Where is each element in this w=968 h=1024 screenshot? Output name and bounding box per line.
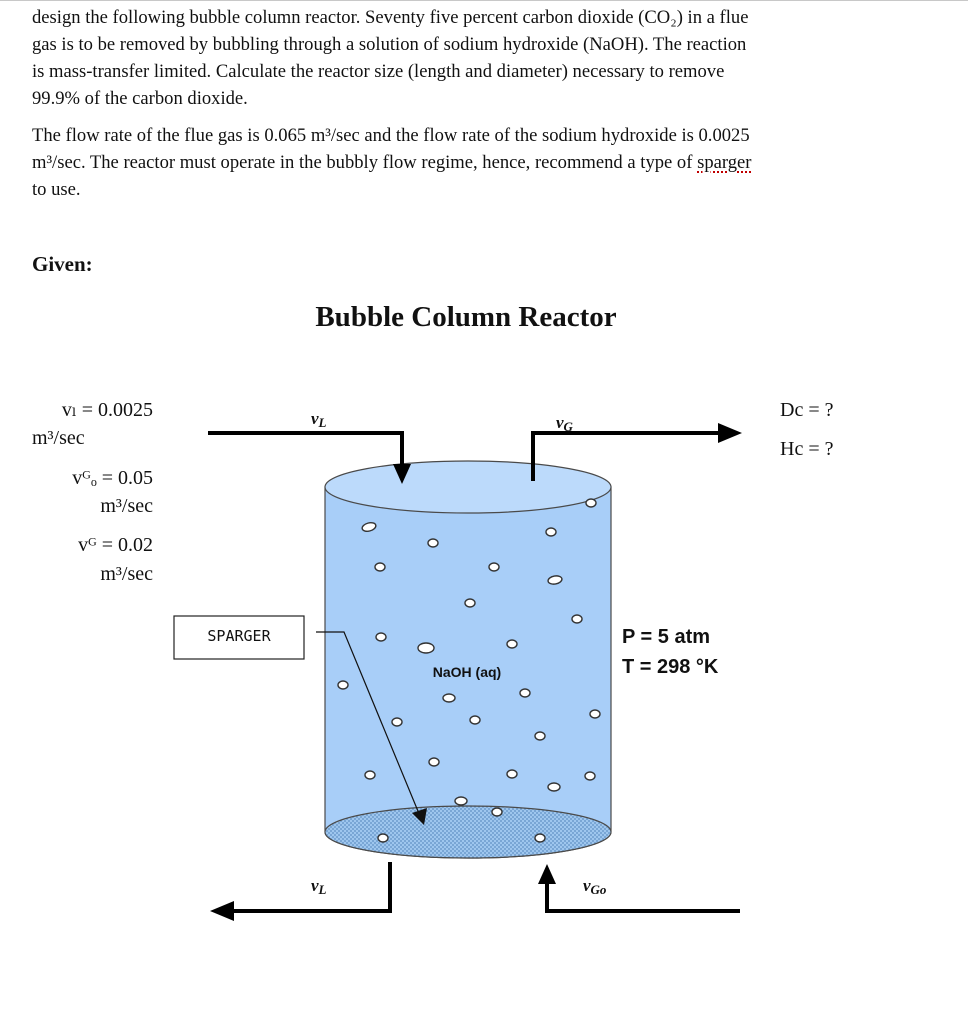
bubble [488,562,500,572]
sparger-label: SPARGER [207,627,271,645]
bubble [589,709,601,719]
bubble [417,642,435,654]
bubble [506,769,518,779]
problem-statement-paragraph-1: design the following bubble column react… [32,7,749,109]
bubble [584,771,596,781]
bubble [364,770,376,780]
bubble [585,498,597,508]
bubble [377,833,389,843]
liquid-surface [324,460,612,514]
gas-outlet-arrow [531,423,742,481]
sparger-word: sparger [697,152,752,173]
bubble [547,575,563,585]
bubble [534,833,546,843]
bubble [547,782,561,792]
bubble [506,639,518,649]
bubble [534,731,546,741]
given-heading: Given: [32,252,93,276]
diagram-title: Bubble Column Reactor [315,301,616,333]
bubble [464,598,476,608]
problem-statement-paragraph-2: The flow rate of the flue gas is 0.065 m… [32,122,912,203]
liquid-inlet-label: vL [311,409,327,430]
bubble [427,538,439,548]
bubble [454,796,468,806]
given-vl-value: vₗ = 0.0025 [62,399,153,421]
unknown-height: Hc = ? [780,438,834,460]
liquid-inlet-arrow [208,431,411,484]
to-use-text: to use. [32,179,81,200]
temperature-condition: T = 298 °K [622,656,719,678]
bubble [391,717,403,727]
bubble [361,522,377,532]
bubble [571,614,583,624]
reactor-column [324,460,612,859]
gas-inlet-arrow [538,864,740,913]
pressure-condition: P = 5 atm [622,626,710,648]
given-vg-value: vᴳ = 0.02 [78,534,153,556]
bubble [428,757,440,767]
bubble [491,807,503,817]
liquid-label: NaOH (aq) [433,664,501,680]
bubble [337,680,349,690]
given-vgo-unit: m³/sec [100,495,153,517]
sparger-plate [324,805,612,859]
bubble [469,715,481,725]
gas-outlet-label: vG [556,413,574,434]
bubble [519,688,531,698]
liquid-outlet-arrow [210,862,392,921]
sparger-label-box [173,615,305,660]
bubble [545,527,557,537]
flow-rate-text: The flow rate of the flue gas is 0.065 m… [32,125,750,173]
bubble [374,562,386,572]
given-vg-unit: m³/sec [100,563,153,585]
bubble [375,632,387,642]
gas-bubbles [337,498,601,843]
gas-inlet-label: vGo [583,876,607,897]
unknown-diameter: Dc = ? [780,399,834,421]
bubble [442,693,456,703]
given-vl-unit: m³/sec [32,427,85,449]
given-vgo-value: vᴳₒ = 0.05 [72,467,153,489]
liquid-outlet-label: vL [311,876,327,897]
top-divider [0,0,968,1]
sparger-leader-line [316,631,427,825]
